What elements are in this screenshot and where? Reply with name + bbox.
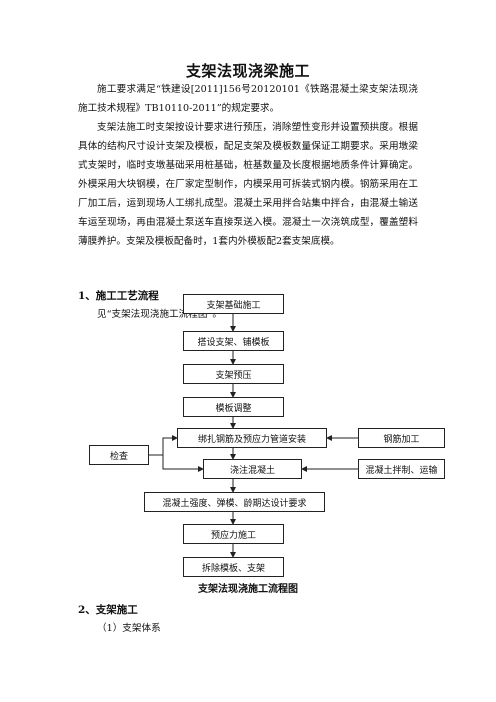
flow-side-rebar: 钢筋加工 (358, 428, 445, 448)
paragraph-requirements: 施工要求满足“铁建设[2011]156号20120101《铁路混凝土梁支架法现浇… (78, 84, 418, 114)
flow-step-adjust-formwork: 模板调整 (183, 397, 284, 417)
section1-heading: 1、施工工艺流程 (78, 290, 159, 302)
flow-step-strength-check: 混凝土强度、弹模、龄期达设计要求 (144, 492, 325, 512)
section2-sub: （1）支架体系 (97, 623, 161, 634)
paragraph-method: 支架法施工时支架按设计要求进行预压，消除塑性变形并设置预拱度。根据具体的结构尺寸… (78, 122, 418, 247)
flow-step-erect-support: 搭设支架、铺模板 (183, 331, 284, 351)
arrow-check-to-pour (162, 455, 204, 472)
flow-step-preload: 支架预压 (183, 364, 284, 384)
arrow-check-to-install (149, 435, 178, 456)
flow-step-pour-concrete: 浇注混凝土 (203, 459, 302, 479)
document-title: 支架法现浇梁施工 (185, 62, 310, 80)
figure-caption: 支架法现浇施工流程图 (198, 584, 298, 595)
flow-side-mixing: 混凝土拌制、运输 (358, 459, 445, 479)
flow-step-remove: 拆除模板、支架 (183, 557, 284, 577)
flow-step-rebar-install: 绑扎钢筋及预应力管道安装 (177, 428, 327, 448)
flow-step-prestress: 预应力施工 (183, 524, 284, 544)
flow-step-foundation: 支架基础施工 (183, 294, 284, 314)
flow-side-check: 检查 (89, 445, 149, 465)
section2-heading: 2、支架施工 (78, 604, 138, 616)
section1-intro: 见“支架法现浇施工流程图”。 (97, 309, 222, 320)
